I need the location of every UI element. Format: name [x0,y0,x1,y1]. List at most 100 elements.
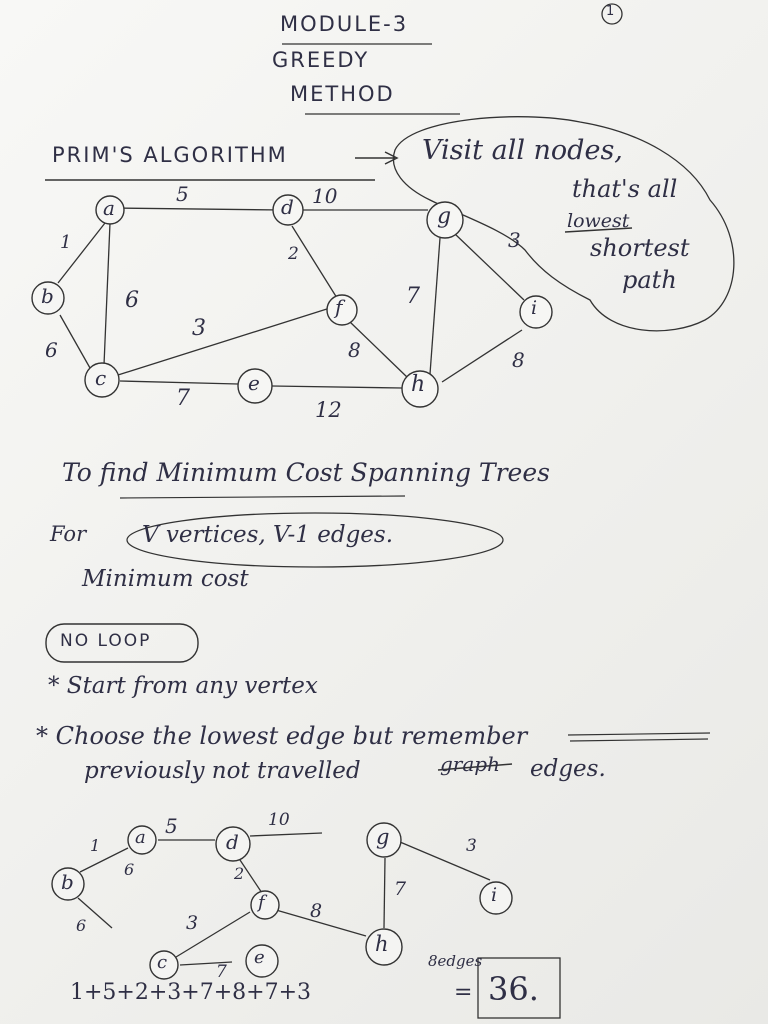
graph1-node-c [84,362,120,398]
graph1-weight-gh: 7 [406,284,420,309]
graph2-label-i: i [491,884,498,906]
graph2-node-f [250,890,280,920]
text-bullet2: * Choose the lowest edge but remember [36,722,528,750]
graph2-weight-3a: 3 [186,912,199,934]
graph1-edge [429,237,441,375]
text-for: For [50,522,87,546]
graph1-weight-ab: 1 [60,232,72,253]
graph1-weight-eh: 12 [315,398,342,422]
graph1-edge [59,314,91,369]
graph2-weight-6a: 6 [124,860,135,879]
graph1-node-i [519,295,553,329]
note-line3: shortest [590,234,690,262]
edges-note: 8edges [428,952,483,970]
graph1-label-f: f [335,295,343,319]
graph1-label-d: d [281,195,294,219]
graph1-weight-hi: 8 [512,348,525,372]
graph1-label-g: g [437,204,452,229]
graph1-node-f [326,294,358,326]
sum-expression: 1+5+2+3+7+8+7+3 [70,980,312,1005]
graph1-label-h: h [411,372,426,397]
graph1-edge [291,225,338,299]
graph1-node-b [31,281,65,315]
graph2-label-e: e [254,947,265,968]
text-circled: V vertices, V-1 edges. [142,522,394,548]
graph1-edge [349,321,409,379]
graph2-node-c [149,950,179,980]
graph1-label-e: e [248,371,260,395]
underline-mcst [119,495,406,499]
graph2-label-h: h [375,932,389,956]
page-number: 1 [606,4,617,19]
graph2-edge [77,897,113,929]
graph1-node-a [95,195,125,225]
strike-lowest [564,227,633,233]
text-bullet2b-a: previously not travelled [84,758,361,784]
circled-vertices-edges [126,512,504,568]
graph2-edge [239,859,263,894]
graph2-edge [79,847,129,873]
graph2-edge [383,857,386,929]
text-bullet2b-struck: graph [440,752,500,776]
graph1-node-g [426,201,464,239]
graph2-edge [175,911,251,958]
arrow-head-icon [384,151,399,165]
remember-underline-2 [569,738,709,742]
graph1-weight-df: 2 [288,244,299,264]
graph2-node-i [479,881,513,915]
graph2-weight-5: 5 [165,814,178,838]
graph1-node-h [401,370,439,408]
note-line1: Visit all nodes, [422,135,623,166]
text-minimum-cost: Minimum cost [82,566,249,592]
graph2-weight-7b: 7 [216,962,227,982]
graph1-edge [441,329,523,383]
text-no-loop: NO LOOP [60,631,152,651]
graph1-weight-fh: 8 [348,338,361,362]
graph2-edge [179,961,233,966]
graph2-node-h [365,928,403,966]
strike-graph [437,763,513,771]
graph2-node-b [51,867,85,901]
no-loop-box [45,623,199,663]
result-value: 36. [488,970,539,1008]
heading-prims: PRIM'S ALGORITHM [52,143,288,167]
graph2-node-g [366,822,402,858]
graph2-edge [249,832,323,837]
title-module: MODULE-3 [280,12,409,36]
graph2-edge [275,909,367,937]
graph1-weight-ad: 5 [176,182,189,206]
graph2-weight-8: 8 [310,900,323,922]
graph2-node-a [127,825,157,855]
page-number-circle [601,3,623,25]
graph2-weight-7a: 7 [394,878,407,900]
graph2-label-a: a [135,827,146,848]
graph2-edges [77,832,491,966]
graph1-edge [117,307,331,376]
graph1-label-i: i [531,297,538,319]
text-bullet1: * Start from any vertex [48,673,318,699]
graph2-label-c: c [157,952,168,973]
graph1-weight-bc: 6 [45,338,58,362]
graph2-weight-1: 1 [90,836,101,855]
graph1-weight-cf: 3 [192,316,206,341]
graph1-edge [119,380,239,385]
graph1-edge [57,222,106,284]
graph2-weight-10: 10 [268,810,290,830]
graph1-weight-dg: 10 [312,184,338,208]
graph2-weight-2: 2 [234,864,245,883]
graph2-weight-3b: 3 [466,836,477,856]
graph1-node-d [272,194,304,226]
note-struck: lowest [567,210,630,232]
graph2-label-b: b [61,870,74,894]
note-line2: that's all [572,175,678,203]
title-greedy: GREEDY [272,48,370,72]
graph1-label-c: c [95,366,107,390]
remember-underline [567,732,711,736]
note-line4: path [622,266,677,294]
text-find-mcst: To find Minimum Cost Spanning Trees [62,458,550,487]
graph1-edge [271,385,403,389]
graph2-label-f: f [258,892,265,913]
graph1-label-a: a [103,196,115,220]
